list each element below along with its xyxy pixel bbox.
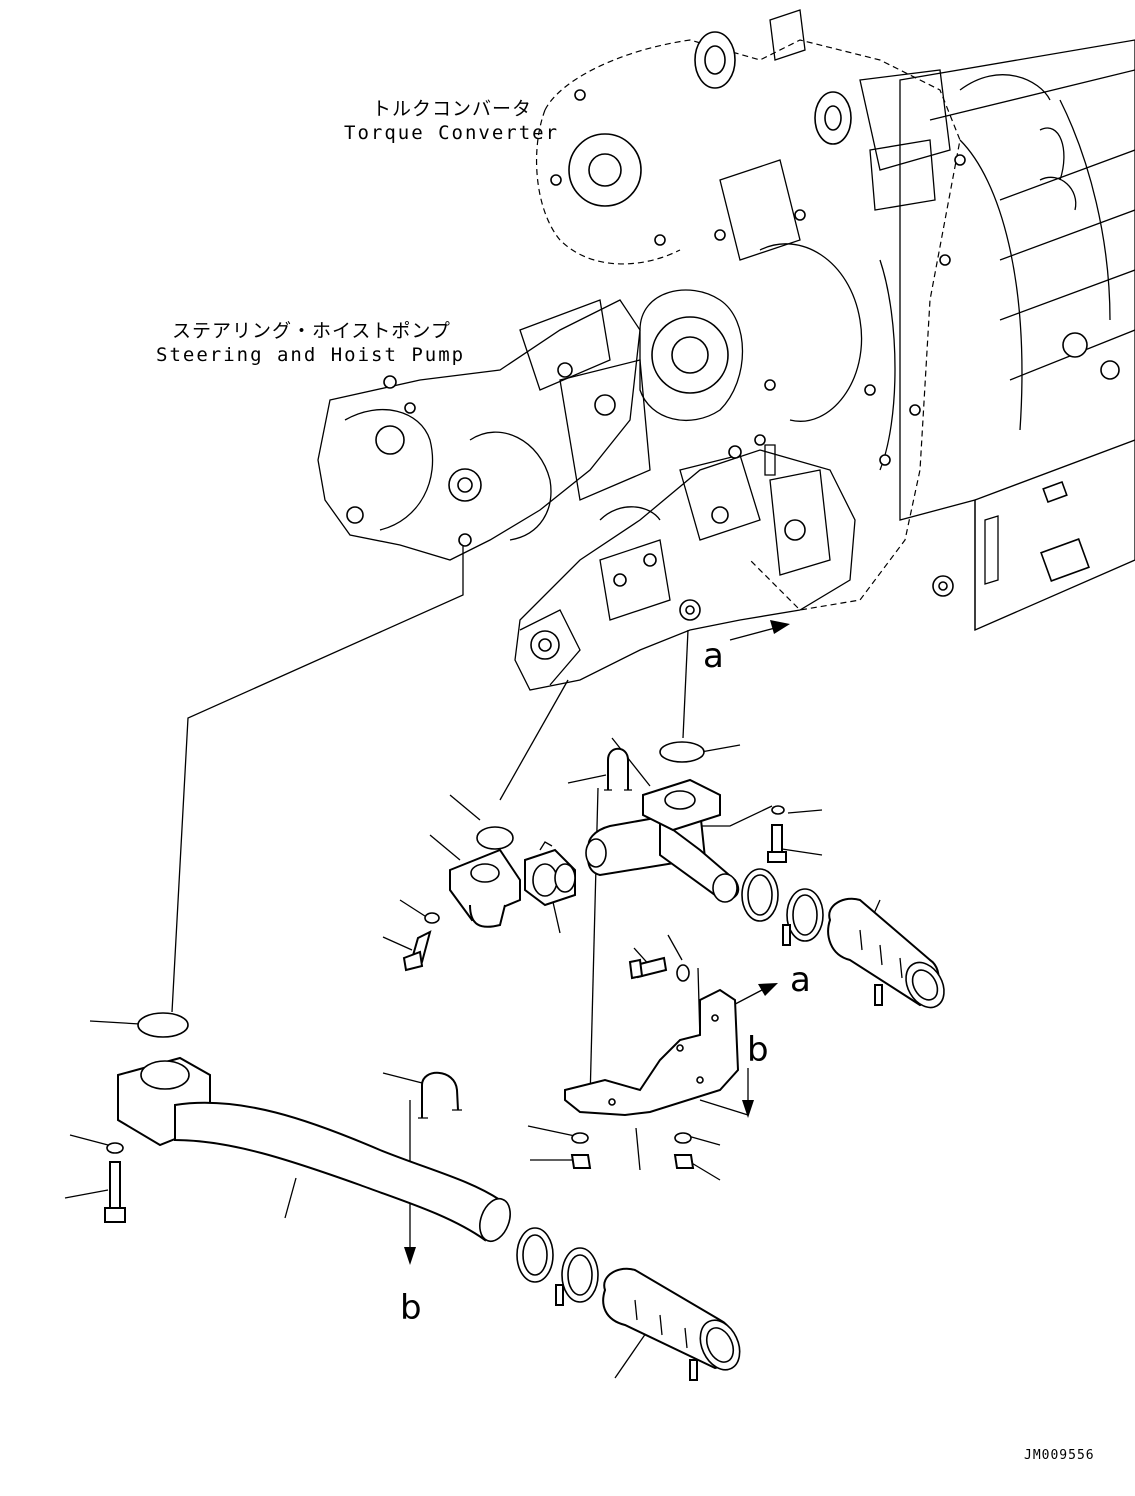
- engine-housing: [899, 39, 1135, 631]
- ref-b-lower: b: [400, 1288, 422, 1328]
- lower-u-bolt: [418, 1071, 462, 1119]
- lower-hose: [602, 1267, 741, 1381]
- upper-hose: [827, 897, 945, 1009]
- pump-label-en: Steering and Hoist Pump: [156, 344, 466, 366]
- coupling: [524, 841, 576, 907]
- upper-flange: [449, 826, 521, 928]
- steering-hoist-pump: [317, 299, 856, 691]
- pump-label-jp: ステアリング・ホイストポンプ: [172, 320, 451, 342]
- torque-converter-label-jp: トルクコンバータ: [372, 98, 533, 120]
- ref-b-right: b: [747, 1030, 769, 1070]
- lower-hose-clamps: [516, 1227, 599, 1306]
- leader-lines: [64, 545, 881, 1379]
- upper-t-pipe: [585, 741, 740, 903]
- lower-bolt-washer: [104, 1142, 126, 1223]
- torque-converter-housing: [536, 9, 1077, 611]
- lower-pipe: [117, 1012, 511, 1243]
- upper-bolt-washer: [402, 805, 787, 972]
- upper-hose-clamps: [741, 868, 824, 946]
- torque-converter-label-en: Torque Converter: [344, 122, 560, 144]
- bracket-nuts: [570, 1132, 695, 1169]
- ref-a-lower: a: [790, 960, 811, 1000]
- drawing-code: JM009556: [1024, 1448, 1095, 1463]
- upper-u-bolt: [604, 747, 632, 791]
- ref-a-upper: a: [703, 636, 724, 676]
- reference-arrows: [404, 620, 790, 1265]
- mounting-bracket: [564, 956, 740, 1117]
